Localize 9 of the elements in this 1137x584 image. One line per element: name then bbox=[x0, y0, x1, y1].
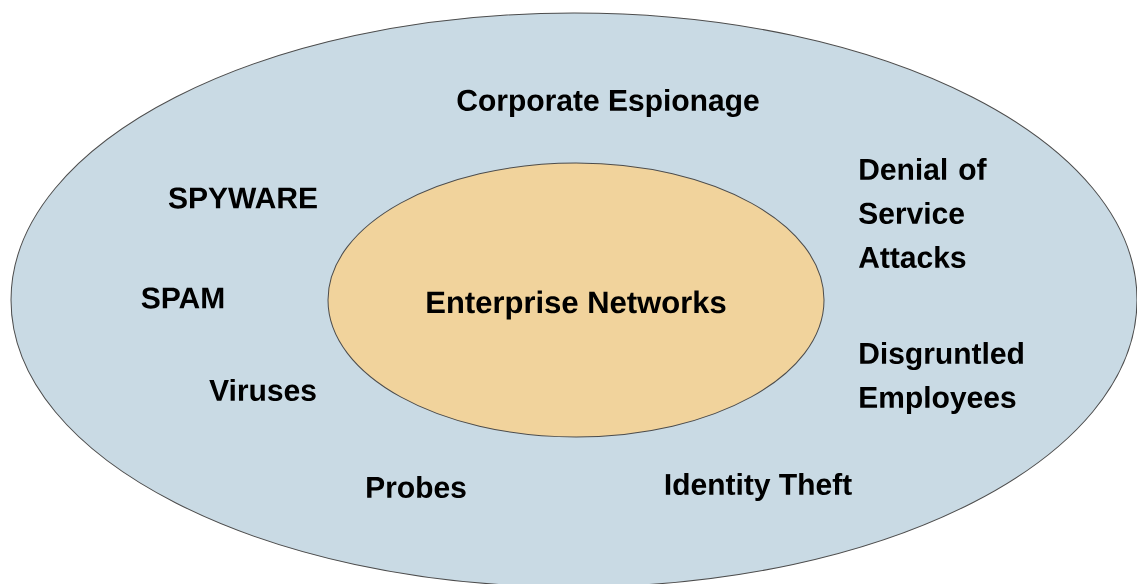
threat-label: Denial of Service Attacks bbox=[858, 158, 987, 268]
network-label: Enterprise Networks bbox=[427, 290, 726, 320]
threat-label: SPYWARE bbox=[168, 187, 317, 209]
threat-label: Viruses bbox=[209, 379, 316, 402]
threat-label: Corporate Espionage bbox=[457, 88, 759, 118]
threat-label: SPAM bbox=[141, 287, 224, 309]
threat-label: Disgruntled Employees bbox=[860, 342, 1023, 414]
threat-label: Probes bbox=[367, 476, 466, 499]
threat-label: Identity Theft bbox=[665, 473, 852, 501]
